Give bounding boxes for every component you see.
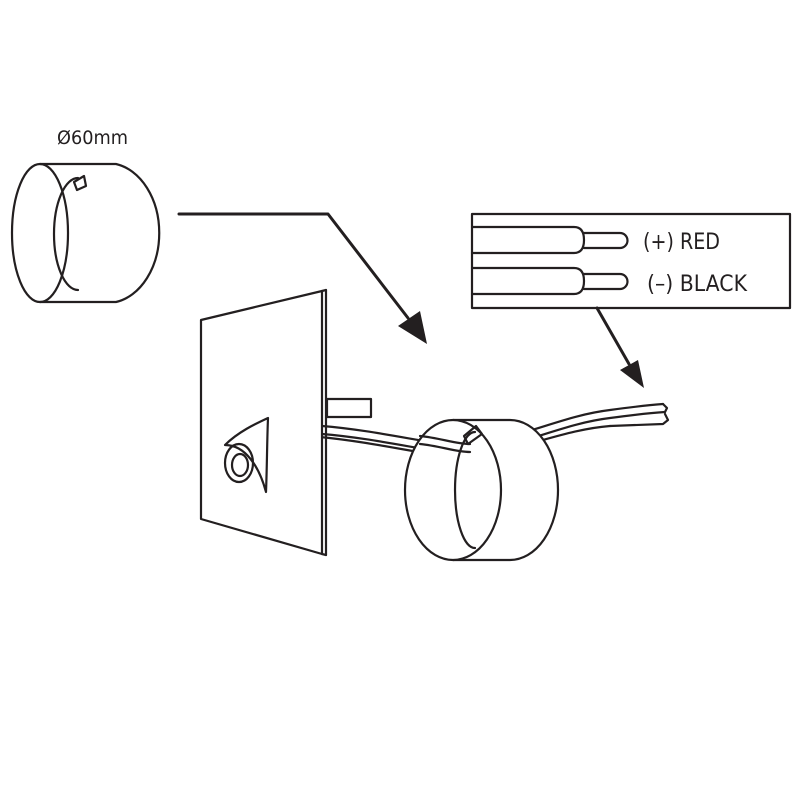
wire-negative-label: (–) BLACK	[647, 272, 748, 297]
mounting-ring-detached	[10, 162, 161, 304]
lamp-lens	[223, 442, 255, 484]
arrow-legend-to-wires	[595, 306, 644, 388]
arrow-line	[177, 212, 410, 320]
ring-front-rim	[403, 418, 503, 562]
wall-plate-face	[199, 289, 324, 556]
cable-wire-end-lower	[608, 412, 670, 428]
ring-inner-edge	[453, 430, 477, 550]
mounting-stud	[325, 397, 373, 419]
ring-inner-edge	[52, 176, 80, 292]
arrow-line	[595, 306, 631, 366]
lamp-lens-inner	[230, 452, 250, 478]
wire-legend: (+) RED (–) BLACK	[470, 212, 792, 310]
lamp-opening-icon	[223, 416, 270, 494]
wire-positive: (+) RED	[470, 225, 720, 255]
wire-negative-sheath	[470, 266, 586, 296]
arrow-head	[620, 360, 644, 388]
wire-positive-sheath	[470, 225, 586, 255]
wall-plate-edge-bottom	[320, 552, 328, 557]
wire-legend-box	[470, 212, 792, 310]
wire-positive-plug-icon	[582, 231, 629, 250]
arrow-head	[398, 311, 427, 344]
ring-tab	[462, 424, 484, 446]
wire-negative-plug-icon	[582, 272, 629, 291]
wire-negative: (–) BLACK	[470, 266, 748, 297]
wall-plate-icon	[199, 288, 328, 557]
cable-over-rim-lower	[418, 442, 472, 454]
ring-diameter-label: Ø60mm	[57, 127, 128, 149]
cable-over-rim-upper	[418, 434, 472, 446]
arrow-ring-to-install	[177, 212, 427, 344]
ring-tab	[72, 174, 88, 192]
mounting-ring-installed	[403, 418, 560, 562]
ring-outer-body	[38, 162, 161, 304]
wire-positive-label: (+) RED	[643, 230, 720, 255]
ring-front-rim	[10, 162, 70, 304]
cable-wire-end-upper	[661, 402, 669, 414]
